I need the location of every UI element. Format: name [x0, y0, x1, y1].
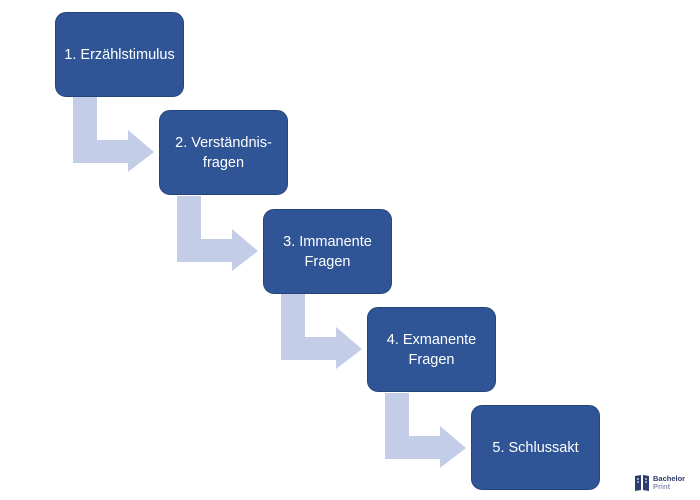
step-label-1: 1. Erzählstimulus [64, 46, 175, 63]
step-box-1: 1. Erzählstimulus [55, 12, 184, 97]
bent-arrow-3-to-4 [281, 294, 362, 369]
step-label-5: 5. Schlussakt [492, 439, 579, 456]
brand-logo: Bachelor Print [634, 472, 696, 494]
step-box-4: 4. Exmanente Fragen [367, 307, 496, 392]
logo-word-print: Print [653, 482, 671, 491]
bent-arrow-4-to-5 [385, 393, 466, 468]
bent-arrow-1-to-2 [73, 97, 154, 172]
step-box-2: 2. Verständnis- fragen [159, 110, 288, 195]
book-logo-icon [635, 475, 649, 491]
step-box-3: 3. Immanente Fragen [263, 209, 392, 294]
logo-word-bachelor: Bachelor [653, 474, 686, 483]
step-label-3: 3. Immanente Fragen [283, 233, 372, 270]
step-label-4: 4. Exmanente Fragen [386, 331, 477, 368]
step-label-2: 2. Verständnis- fragen [175, 134, 272, 171]
step-box-5: 5. Schlussakt [471, 405, 600, 490]
bent-arrow-2-to-3 [177, 196, 258, 271]
logo-wordmark: Bachelor Print [653, 475, 685, 491]
